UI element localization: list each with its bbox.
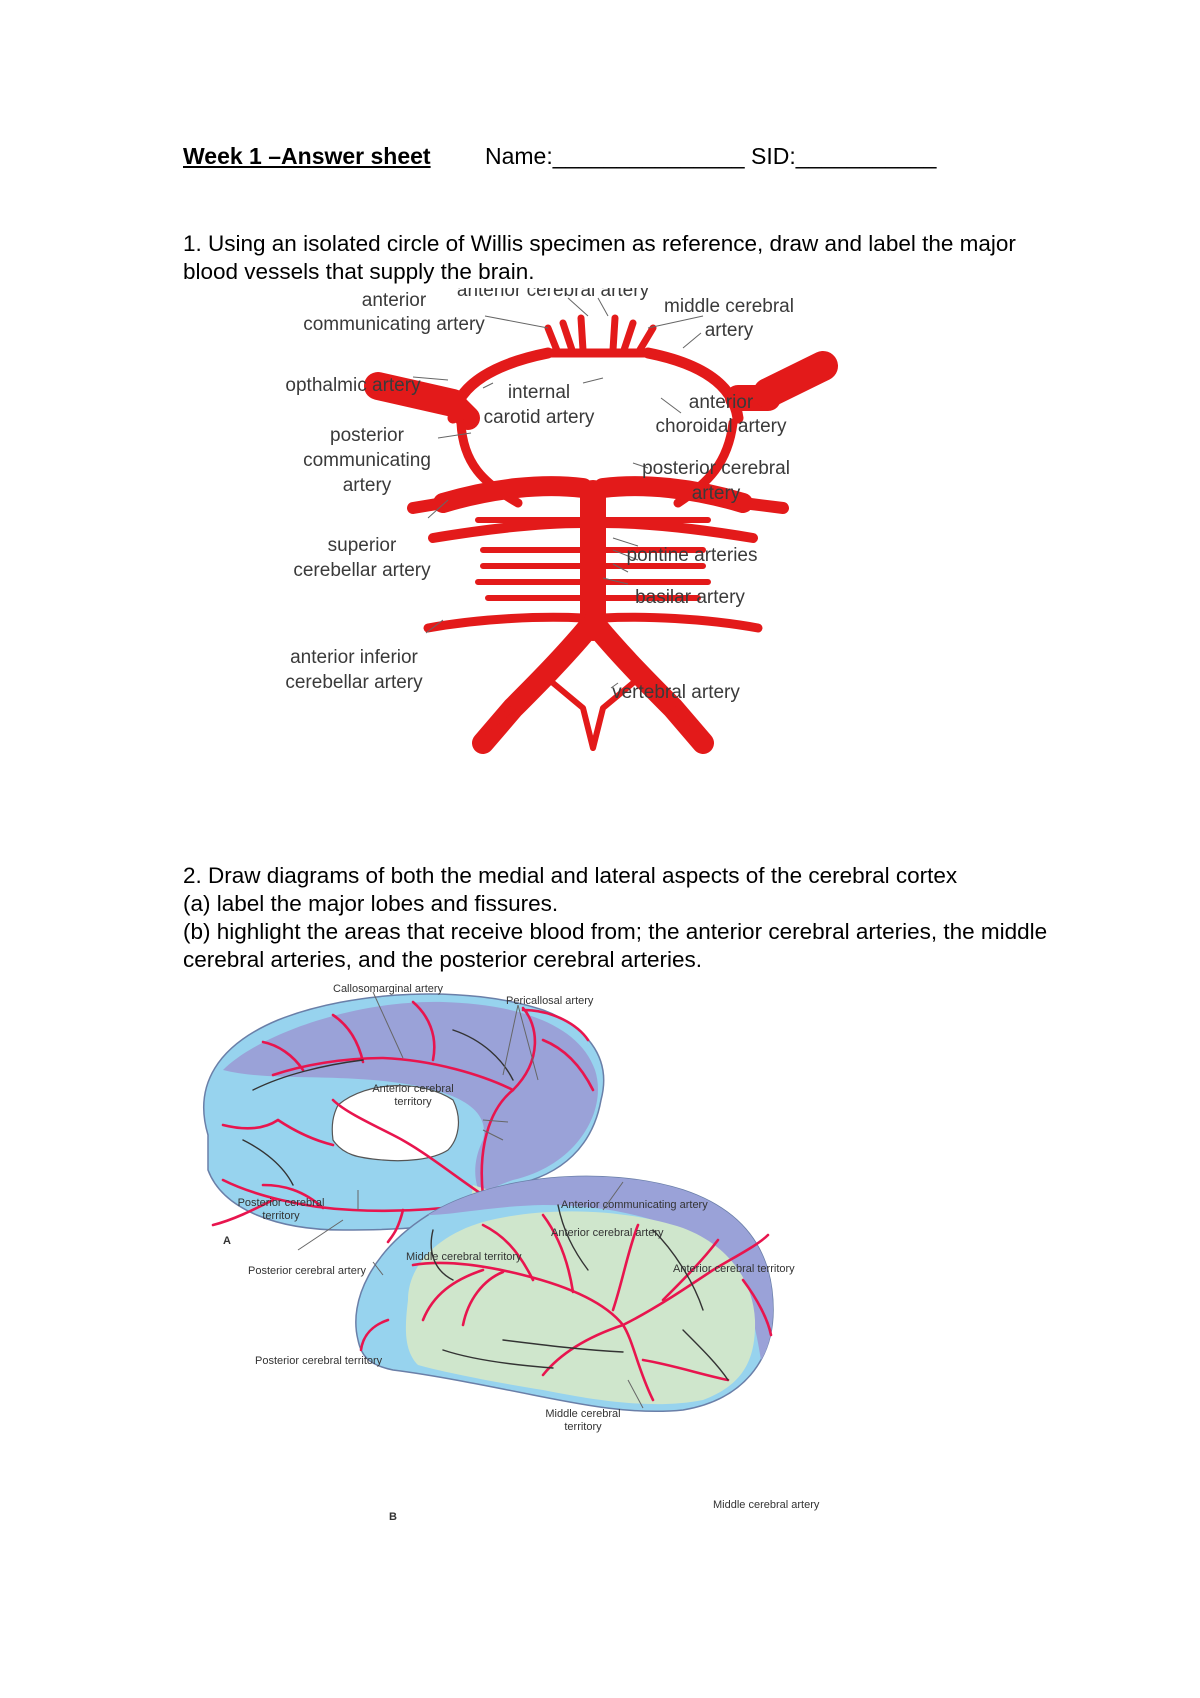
label-mca-territory-b-1: Middle cerebral — [545, 1408, 620, 1420]
label-pontine: pontine arteries — [627, 545, 758, 566]
lateral-arteries — [359, 1213, 773, 1402]
label-vertebral: vertebral artery — [612, 682, 740, 703]
label-callosomarginal: Callosomarginal artery — [333, 983, 444, 995]
label-pca-1: posterior cerebral — [642, 458, 790, 479]
label-mca-territory-b-2: territory — [564, 1421, 602, 1433]
label-pca-territory-a-1: Posterior cerebral — [238, 1197, 325, 1209]
label-pca-territory-a-2: territory — [262, 1210, 300, 1222]
medial-view-panel — [203, 993, 605, 1244]
question-1-text: 1. Using an isolated circle of Willis sp… — [183, 231, 1016, 284]
question-2: 2. Draw diagrams of both the medial and … — [183, 862, 1063, 974]
label-basilar: basilar artery — [635, 587, 745, 608]
label-ica-1: internal — [508, 382, 570, 403]
circle-of-willis-diagram: anterior communicating artery anterior c… — [285, 288, 838, 754]
label-pca-a: Posterior cerebral artery — [248, 1265, 366, 1277]
lateral-sulci — [430, 1204, 729, 1381]
label-aca-territory-a-2: territory — [394, 1096, 432, 1108]
label-ica-2: carotid artery — [484, 407, 595, 428]
label-achor-2: choroidal artery — [656, 416, 787, 437]
label-mca-1: middle cerebral — [664, 296, 794, 317]
label-pca-territory-b: Posterior cerebral territory — [255, 1355, 383, 1367]
lateral-view-panel — [355, 1175, 774, 1413]
label-pericallosal: Pericallosal artery — [506, 995, 594, 1007]
question-1: 1. Using an isolated circle of Willis sp… — [183, 230, 1063, 286]
artery-drawing — [364, 314, 838, 754]
label-aca-b: Anterior cerebral artery — [551, 1227, 664, 1239]
label-achor-1: anterior — [689, 392, 754, 413]
question-2-line-1: 2. Draw diagrams of both the medial and … — [183, 863, 958, 888]
figure-leader-lines — [297, 991, 644, 1409]
label-pca-2: artery — [692, 483, 741, 504]
label-panel-a: A — [223, 1235, 231, 1247]
label-mca-b: Middle cerebral artery — [713, 1499, 820, 1511]
label-acom-b: Anterior communicating artery — [561, 1199, 708, 1211]
medial-aca-territory — [223, 1001, 598, 1196]
label-acom-1: anterior — [362, 290, 427, 311]
label-sca-2: cerebellar artery — [293, 560, 431, 581]
label-aca-territory-a-1: Anterior cerebral — [372, 1083, 453, 1095]
sheet-header: Week 1 –Answer sheet Name:______________… — [183, 143, 936, 170]
willis-labels: anterior communicating artery anterior c… — [285, 288, 794, 703]
label-panel-b: B — [389, 1511, 397, 1523]
label-mca-territory-a: Middle cerebral territory — [406, 1251, 522, 1263]
lateral-aca-territory — [428, 1176, 773, 1360]
label-pcom-1: posterior — [330, 425, 405, 446]
label-pcom-2: communicating — [303, 450, 431, 471]
sheet-title: Week 1 –Answer sheet — [183, 143, 431, 169]
question-2-line-2: (a) label the major lobes and fissures. — [183, 891, 559, 916]
figure-labels: Callosomarginal artery Pericallosal arte… — [223, 983, 820, 1523]
label-aca: anterior cerebral artery — [457, 288, 650, 301]
name-sid-field: Name:_______________ SID:___________ — [484, 143, 937, 169]
medial-sulci — [242, 1029, 514, 1186]
label-sca-1: superior — [328, 535, 397, 556]
label-mca-2: artery — [705, 320, 754, 341]
label-aica-2: cerebellar artery — [285, 672, 423, 693]
label-aca-territory-b: Anterior cerebral territory — [673, 1263, 795, 1275]
label-opthalmic: opthalmic artery — [285, 375, 421, 396]
corpus-callosum-ventricle — [331, 1085, 460, 1162]
label-pcom-3: artery — [343, 475, 392, 496]
cerebral-territories-figure: Callosomarginal artery Pericallosal arte… — [203, 983, 820, 1523]
label-aica-1: anterior inferior — [290, 647, 418, 668]
lateral-mca-territory — [405, 1211, 756, 1405]
question-2-line-3: (b) highlight the areas that receive blo… — [183, 919, 1048, 972]
label-acom-2: communicating artery — [303, 314, 485, 335]
medial-arteries — [211, 1000, 595, 1244]
leader-lines — [412, 297, 704, 689]
